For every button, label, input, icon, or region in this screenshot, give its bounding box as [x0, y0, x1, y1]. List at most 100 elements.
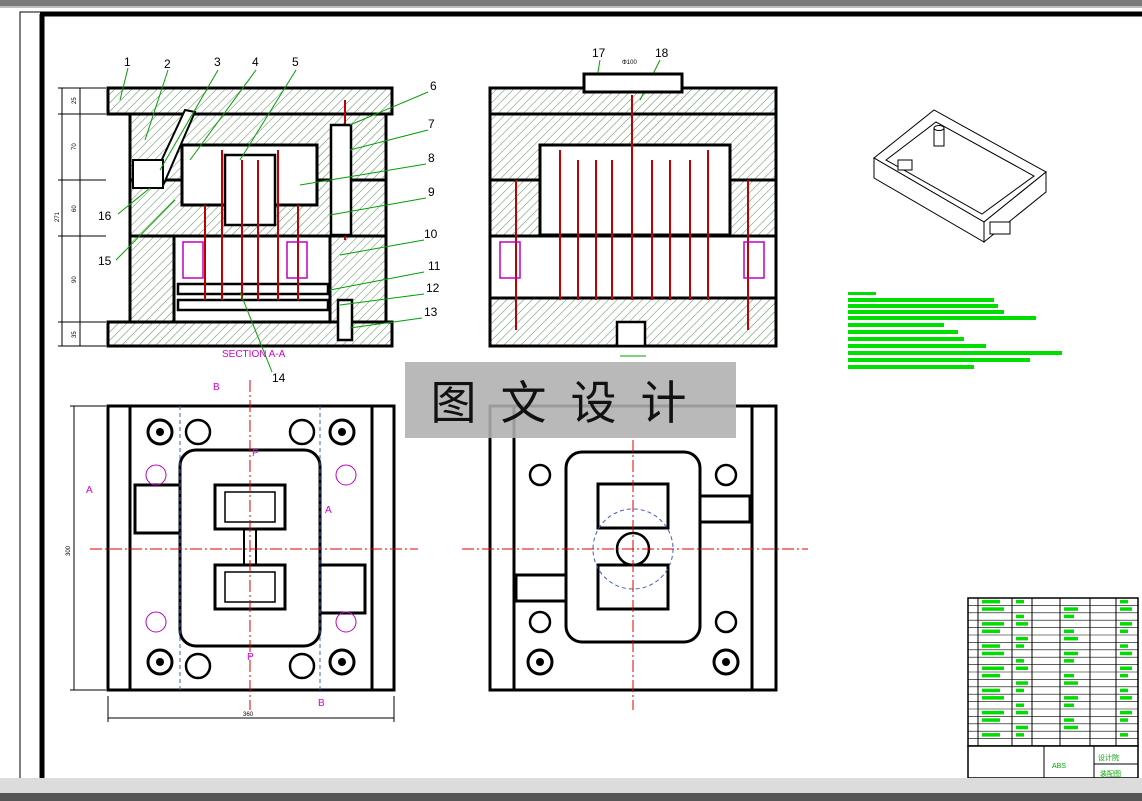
parts-row-text: [1064, 673, 1074, 678]
parts-row-text: [1016, 614, 1024, 619]
parts-row-text: [1016, 725, 1028, 730]
parts-row-text: [1016, 688, 1024, 693]
parts-row-text: [1064, 636, 1078, 641]
dim-height-35: 35: [72, 331, 78, 338]
part-label-5: 5: [292, 55, 299, 69]
window-top-bar: [0, 0, 1142, 8]
part-label-15: 15: [98, 254, 112, 268]
parts-row-text: [1120, 688, 1128, 693]
plan-view-fixed-half: [462, 404, 808, 710]
window-top-edge: [0, 6, 1142, 8]
parts-row-text: [1120, 718, 1128, 722]
parts-row-text: [1016, 733, 1024, 737]
parts-row-text: [1120, 710, 1132, 715]
parts-row-text: [1120, 651, 1132, 656]
title-block-material: ABS: [1052, 763, 1066, 770]
part-label-6: 6: [430, 79, 437, 93]
parts-row-text: [1064, 696, 1078, 700]
section-mark-p-bottom: P: [247, 652, 254, 663]
parts-row-text: [1016, 710, 1028, 715]
section-title: SECTION A-A: [222, 349, 286, 360]
parts-row-text: [1016, 666, 1028, 670]
part-label-14: 14: [272, 371, 286, 385]
parts-row-text: [1064, 614, 1074, 619]
parts-row-text: [982, 696, 1004, 700]
part-label-16: 16: [98, 209, 112, 223]
part-label-8: 8: [428, 151, 435, 165]
dim-width-360: 360: [243, 712, 254, 718]
parts-row-text: [982, 622, 1004, 626]
part-label-1: 1: [124, 55, 131, 69]
section-mark-b-bottom: B: [318, 698, 325, 709]
part-label-11: 11: [428, 259, 441, 273]
parts-row-text: [1120, 599, 1128, 604]
parts-row-text: [1016, 644, 1024, 648]
dim-height-90: 90: [72, 276, 78, 283]
dim-height-300: 300: [66, 545, 72, 556]
parts-row-text: [982, 688, 1000, 693]
dim-height-271: 271: [55, 211, 61, 222]
parts-row-text: [1064, 703, 1074, 707]
part-label-7: 7: [428, 117, 435, 131]
section-view-a-a: 25 70 60 271 90 35: [55, 86, 394, 348]
parts-row-text: [982, 599, 1000, 604]
parts-row-text: [1064, 718, 1074, 722]
parts-row-text: [1016, 681, 1028, 685]
parts-row-text: [982, 673, 1000, 678]
parts-row-text: [982, 651, 1004, 656]
part-label-4: 4: [252, 55, 259, 69]
window-bottom-edge: [0, 793, 1142, 801]
dim-height-25: 25: [72, 97, 78, 104]
parts-row-text: [1064, 651, 1078, 656]
watermark-banner: 图文设计: [405, 362, 736, 438]
parts-row-text: [982, 733, 1000, 737]
parts-row-text: [1120, 666, 1132, 670]
parts-row-text: [1064, 659, 1074, 663]
part-label-12: 12: [426, 281, 440, 295]
parts-row-text: [1016, 636, 1028, 641]
parts-row-text: [1120, 673, 1128, 678]
title-block-org: 设计院: [1098, 753, 1119, 762]
part-label-18: 18: [655, 46, 669, 60]
parts-row-text: [1016, 659, 1024, 663]
parts-row-text: [982, 629, 1000, 633]
parts-row-text: [982, 718, 1000, 722]
parts-row-text: [1120, 622, 1132, 626]
parts-row-text: [1064, 607, 1078, 611]
plan-view-moving-half: 300 360 A A B B P P: [66, 380, 418, 722]
side-section-view: Φ100: [488, 60, 778, 357]
parts-row-text: [1064, 681, 1078, 685]
title-block-drawing-name: 装配图: [1100, 769, 1121, 778]
parts-list-table: ABS 设计院 装配图: [967, 597, 1139, 779]
parts-row-text: [1016, 599, 1024, 604]
parts-row-text: [1120, 733, 1128, 737]
section-mark-a-left: A: [86, 485, 93, 496]
dim-height-70: 70: [72, 143, 78, 150]
parts-row-text: [982, 644, 1000, 648]
part-label-17: 17: [592, 46, 606, 60]
watermark-text: 图文设计: [430, 376, 711, 430]
part-label-13: 13: [424, 305, 438, 319]
part-label-9: 9: [428, 185, 435, 199]
part-isometric-view: [873, 109, 1047, 244]
parts-row-text: [982, 607, 1004, 611]
parts-row-text: [1120, 629, 1128, 633]
section-mark-b-top: B: [213, 382, 220, 393]
parts-row-text: [1120, 644, 1128, 648]
section-mark-p-top: P: [252, 448, 259, 459]
section-mark-a-right: A: [325, 505, 332, 516]
technical-notes: [848, 292, 1062, 369]
leader-lines: [115, 59, 661, 373]
parts-row-text: [1064, 725, 1078, 730]
parts-row-text: [1120, 696, 1132, 700]
parts-row-text: [1064, 629, 1074, 633]
part-label-10: 10: [424, 227, 438, 241]
parts-row-text: [982, 710, 1004, 715]
parts-row-text: [982, 666, 1004, 670]
sprue-dimension: Φ100: [622, 60, 637, 66]
part-label-3: 3: [214, 55, 221, 69]
parts-row-text: [1120, 607, 1132, 611]
dim-height-60: 60: [72, 205, 78, 212]
parts-row-text: [1016, 703, 1024, 707]
